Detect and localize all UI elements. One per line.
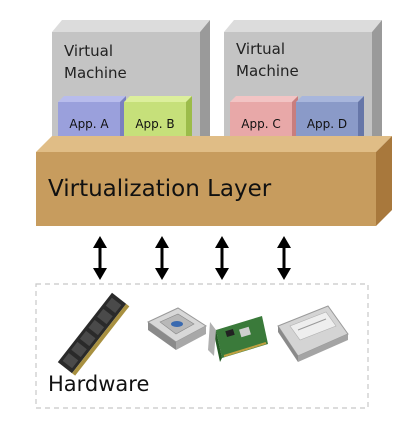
arrow-4 — [277, 236, 291, 280]
arrow-3 — [215, 236, 229, 280]
arrow-1 — [93, 236, 107, 280]
app-label-c: App. C — [241, 117, 281, 131]
hard-drive-icon — [277, 305, 349, 362]
network-card-icon — [208, 316, 268, 362]
app-label-a: App. A — [69, 117, 109, 131]
virtualization-layer-box — [36, 136, 392, 226]
vm-label-2: Virtual Machine — [236, 40, 299, 80]
app-label-d: App. D — [306, 117, 348, 131]
hardware-label: Hardware — [48, 372, 150, 396]
app-label-b: App. B — [135, 117, 175, 131]
cpu-chip-icon — [147, 307, 207, 350]
ram-module-icon — [57, 292, 130, 376]
vm-label-1: Virtual Machine — [64, 42, 127, 82]
arrow-2 — [155, 236, 169, 280]
hardware-box — [35, 283, 369, 409]
virtualization-layer-label: Virtualization Layer — [48, 176, 272, 202]
